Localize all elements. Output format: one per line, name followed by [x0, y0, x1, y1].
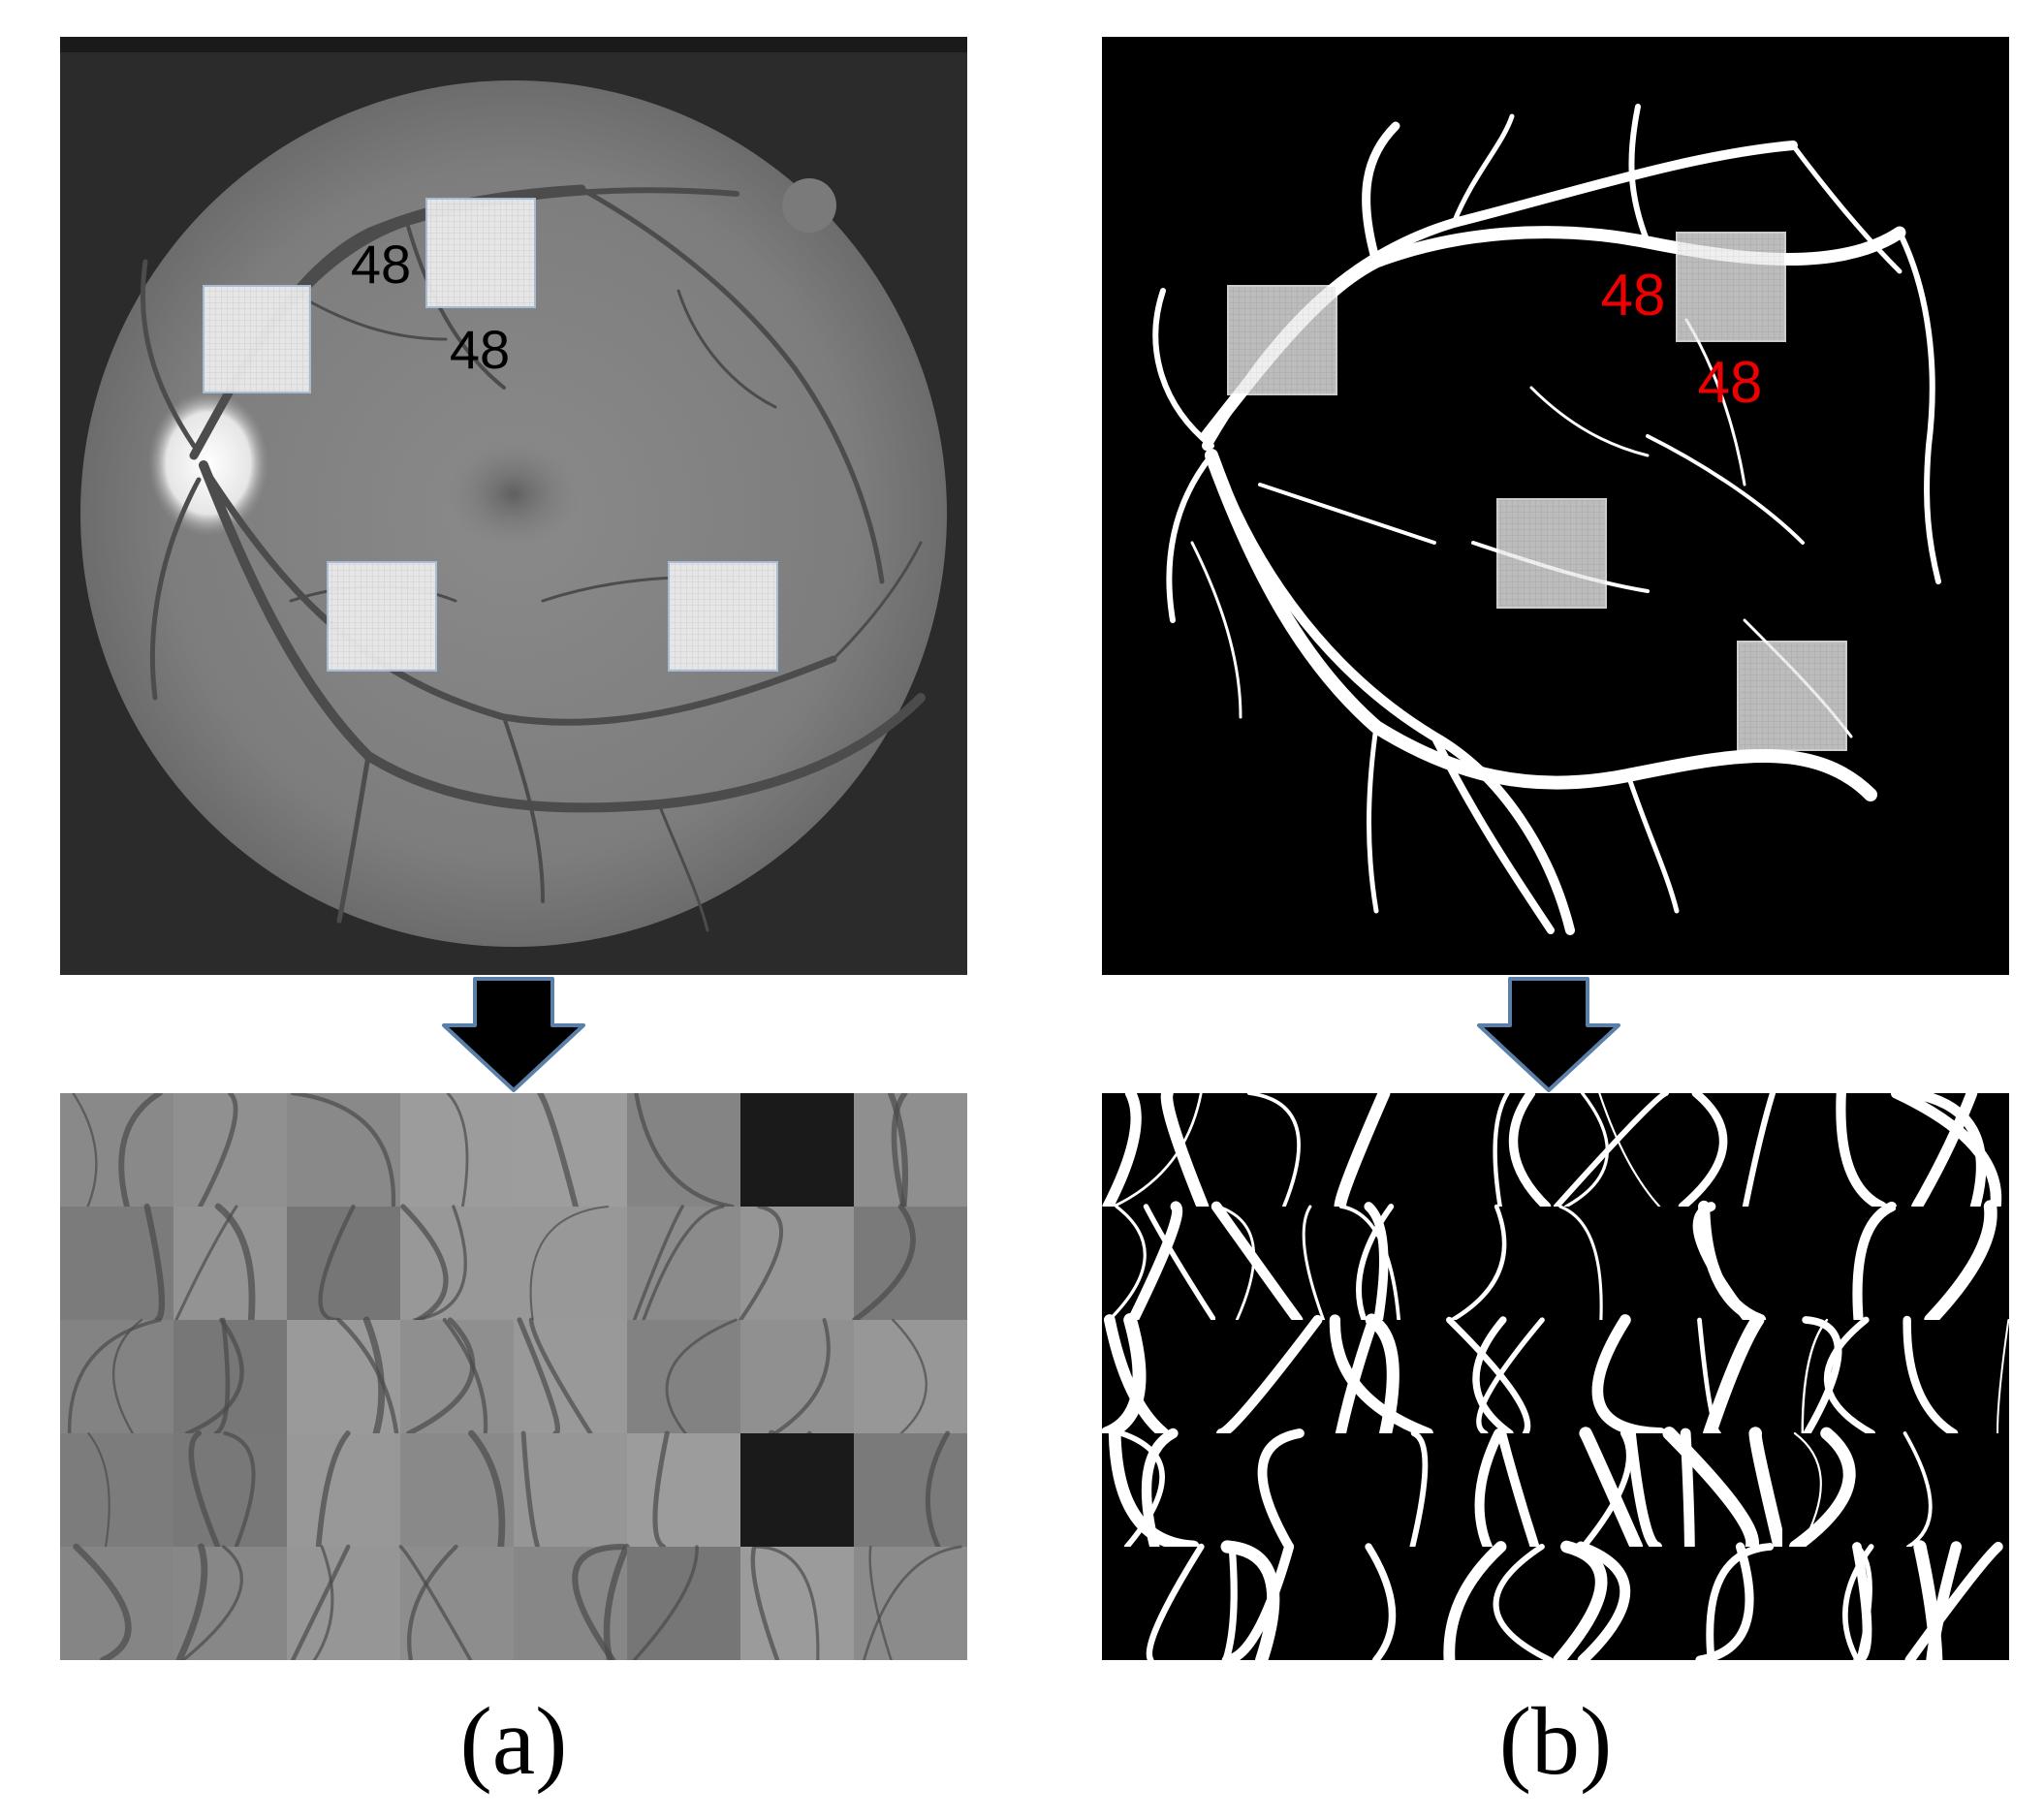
image-patch [60, 1543, 174, 1660]
mask-patch [1442, 1316, 1557, 1437]
mask-patch [1669, 1313, 1783, 1440]
image-patch [854, 1430, 967, 1550]
mask-patch [1782, 1316, 1897, 1437]
image-patch [627, 1093, 741, 1209]
vessel-mask-image: 48 48 [1102, 37, 2009, 975]
mask-patch-markers [1227, 232, 1847, 751]
image-patch [398, 1544, 515, 1660]
mask-patch [1669, 1093, 1783, 1211]
panel-b: 48 48 (b) [1102, 37, 2009, 1795]
mask-patch [1890, 1093, 2009, 1212]
image-patch [852, 1204, 967, 1323]
image-patch [740, 1544, 855, 1660]
patch-markers [203, 198, 778, 672]
arrow-down-icon [1477, 977, 1620, 1092]
mask-patch [1102, 1201, 1217, 1326]
mask-patch [1329, 1543, 1443, 1660]
image-patch [514, 1205, 628, 1322]
image-patch [854, 1318, 967, 1435]
mask-patch [1102, 1313, 1216, 1440]
image-patch [287, 1316, 401, 1437]
image-patch [173, 1543, 288, 1660]
image-patch [627, 1205, 741, 1322]
mask-patch [1329, 1313, 1443, 1440]
image-patch [400, 1317, 515, 1436]
mask-patch [1442, 1093, 1557, 1211]
image-patch [740, 1318, 855, 1435]
mask-patch [1442, 1204, 1557, 1323]
mask-patch [1896, 1200, 2009, 1327]
patch-height-label: 48 [1698, 350, 1763, 415]
mask-patch [1896, 1431, 2009, 1549]
mask-patch [1782, 1093, 1897, 1212]
mask-patch [1662, 1427, 1787, 1553]
patch-width-label: 48 [351, 234, 411, 295]
image-patch [60, 1203, 174, 1324]
image-patch [400, 1429, 515, 1551]
mask-patch [1782, 1542, 1897, 1660]
mask-patch [1215, 1093, 1330, 1208]
mask-patch [1215, 1540, 1330, 1660]
image-patch [514, 1543, 630, 1660]
mask-patch [1553, 1540, 1670, 1660]
panel-a: 48 48 (a) [60, 37, 967, 1795]
image-patch [60, 1318, 174, 1435]
mask-patch [1329, 1202, 1443, 1325]
mask-patch [1896, 1540, 2009, 1660]
image-patch [60, 1431, 174, 1549]
mask-patch [1896, 1315, 2009, 1438]
patch-width-label: 48 [1601, 263, 1666, 328]
image-patch [514, 1093, 628, 1209]
mask-patch [1211, 1201, 1330, 1326]
image-patch [739, 1204, 855, 1323]
mask-patch [1556, 1205, 1670, 1322]
mask-patch [1782, 1201, 1898, 1326]
image-patch [173, 1317, 288, 1436]
mask-patch [1782, 1427, 1897, 1553]
image-patch [173, 1430, 288, 1550]
mask-patch [1329, 1430, 1443, 1550]
outside-fundus-patch [740, 1433, 854, 1547]
panel-caption: (b) [1499, 1687, 1613, 1795]
mask-patch [1442, 1428, 1557, 1553]
mask-patch-grid [1102, 1093, 2009, 1660]
image-patch [627, 1545, 741, 1660]
fundus-vessels [141, 184, 926, 932]
mask-patch [1669, 1200, 1783, 1327]
image-patch [854, 1545, 967, 1660]
image-patch [854, 1093, 967, 1210]
arrow-down-icon [442, 977, 585, 1092]
image-patch [400, 1204, 515, 1323]
panel-caption: (a) [460, 1687, 568, 1795]
image-patch [514, 1317, 628, 1436]
mask-patch [1215, 1314, 1330, 1439]
image-patch [173, 1203, 288, 1324]
image-patch [287, 1430, 401, 1550]
image-patch [287, 1204, 401, 1323]
mask-patch [1102, 1543, 1216, 1660]
mask-patch [1102, 1093, 1216, 1213]
mask-patch [1556, 1314, 1670, 1439]
image-patch [400, 1093, 515, 1208]
patch-height-label: 48 [450, 319, 510, 380]
mask-patch [1215, 1428, 1330, 1552]
image-patch [287, 1544, 401, 1660]
outside-fundus-patch [740, 1093, 854, 1207]
image-patch [627, 1318, 741, 1435]
image-patch-grid [60, 1093, 967, 1660]
mask-patch [1669, 1542, 1783, 1660]
image-patch [514, 1430, 628, 1550]
image-patch [287, 1093, 401, 1209]
fundus-image: 48 48 [60, 37, 967, 975]
image-patch [173, 1093, 288, 1209]
mask-patch [1329, 1093, 1443, 1213]
mask-patch [1102, 1427, 1216, 1553]
mask-patch [1553, 1093, 1670, 1210]
image-patch [627, 1430, 741, 1550]
image-patch [60, 1093, 174, 1209]
mask-patch [1556, 1427, 1670, 1553]
mask-patch [1442, 1541, 1557, 1660]
